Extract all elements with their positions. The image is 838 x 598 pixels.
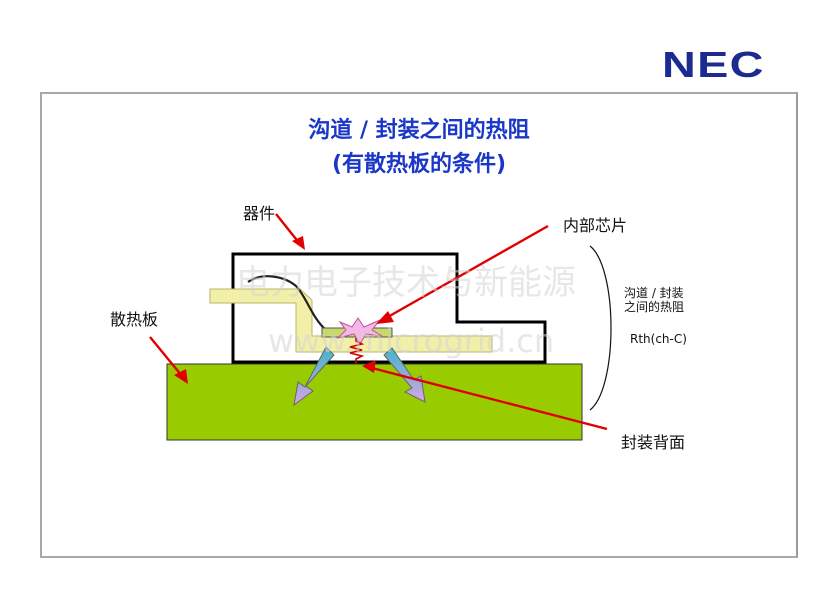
pointer-heatsink-head — [174, 369, 188, 384]
watermark-line-2: www.microgrid.cn — [268, 322, 554, 360]
pointer-package-back — [371, 366, 608, 431]
slide-frame — [40, 92, 798, 558]
pointer-inner-chip — [385, 224, 549, 320]
label-inner-chip: 内部芯片 — [563, 216, 628, 235]
label-heatsink: 散热板 — [110, 310, 159, 329]
label-bracket-line-2: 之间的热阻 — [624, 300, 685, 314]
heatsink-plate — [166, 363, 583, 441]
nec-logo: NEC — [662, 44, 765, 85]
pointer-device — [275, 213, 301, 245]
slide-subtitle: (有散热板的条件) — [331, 152, 507, 177]
watermark-line-1: 电力电子技术与新能源 — [236, 263, 576, 303]
pointer-device-head — [292, 236, 305, 250]
lead-frame — [209, 288, 493, 353]
label-package-back: 封装背面 — [621, 433, 686, 452]
pointer-package-back-head — [362, 360, 376, 373]
pointer-inner-chip-head — [376, 311, 394, 324]
heat-flow-arrow-left — [293, 346, 335, 407]
heat-source-star — [336, 317, 383, 345]
heat-flow-arrow-right — [383, 347, 426, 403]
range-bracket — [589, 245, 612, 411]
label-bracket-line-1: 沟道 / 封装 — [624, 286, 684, 300]
label-rth: Rth(ch-C) — [630, 332, 687, 346]
label-device: 器件 — [243, 204, 276, 223]
thermal-resistor-symbol — [349, 338, 365, 364]
pointer-heatsink — [149, 336, 183, 377]
slide-title: 沟道 / 封装之间的热阻 — [308, 118, 530, 143]
